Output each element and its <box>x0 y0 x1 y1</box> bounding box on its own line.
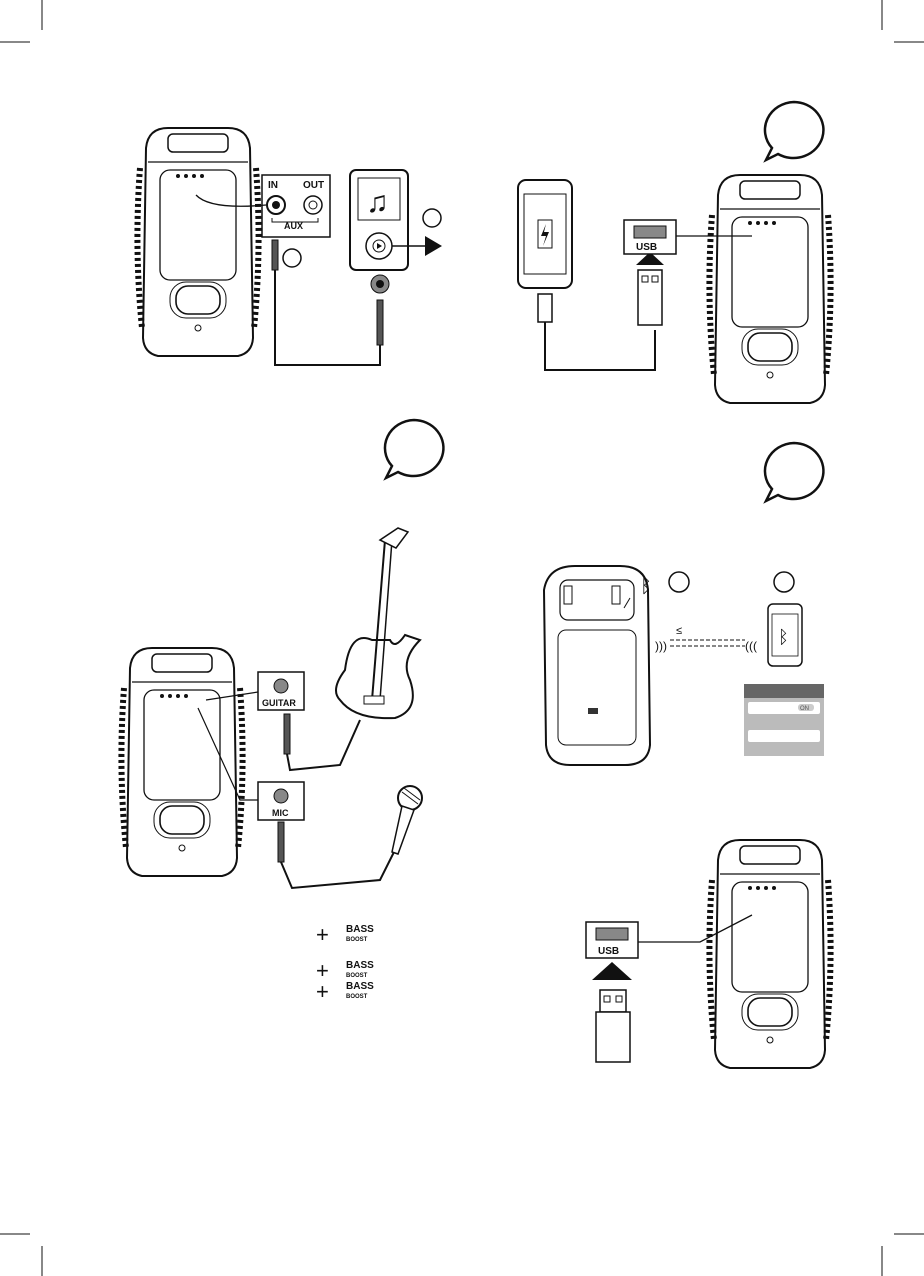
mic-jack-label: MIC <box>272 808 289 818</box>
step-circle <box>669 572 689 592</box>
speaker-illustration <box>709 175 830 403</box>
plus-icon: + <box>316 922 329 947</box>
speaker-illustration <box>121 648 242 876</box>
aux-diagram: IN OUT AUX ♫ <box>137 128 442 365</box>
speaker-illustration <box>709 840 830 1068</box>
bass-label: BASS <box>346 960 374 971</box>
usb-label: USB <box>636 242 657 253</box>
bluetooth-icon: ᛒ <box>778 627 789 647</box>
guitar-jack-label: GUITAR <box>262 698 296 708</box>
bluetooth-icon: ᛒ <box>640 575 652 597</box>
speech-bubble-icon <box>385 420 443 478</box>
play-arrow-icon <box>425 236 442 256</box>
music-note-icon: ♫ <box>366 186 389 219</box>
boost-label: BOOST <box>346 937 368 943</box>
usb-label: USB <box>598 946 619 957</box>
svg-text:))): ))) <box>655 639 667 653</box>
guitar-icon <box>336 528 420 718</box>
plus-icon: + <box>316 979 329 1004</box>
svg-text:(((: ((( <box>745 639 757 653</box>
usb-charge-diagram: USB <box>518 102 831 403</box>
usb-playback-diagram: USB <box>586 840 831 1068</box>
step-circle <box>283 249 301 267</box>
aux-label: AUX <box>284 221 303 231</box>
microphone-icon <box>392 786 422 854</box>
aux-in-label: IN <box>268 180 278 191</box>
speech-bubble-icon <box>765 443 823 501</box>
aux-out-label: OUT <box>303 180 324 191</box>
boost-label: BOOST <box>346 994 368 1000</box>
bass-boost-row: + BASS BOOST <box>316 979 374 1004</box>
bluetooth-diagram: ᛒ ))) ((( ≤ ᛒ ON <box>544 443 824 765</box>
distance-symbol: ≤ <box>676 625 682 637</box>
speaker-illustration <box>137 128 258 356</box>
bass-label: BASS <box>346 924 374 935</box>
step-circle <box>774 572 794 592</box>
guitar-mic-diagram: GUITAR MIC <box>121 420 443 888</box>
bt-toggle-label: ON <box>800 706 809 712</box>
usb-flash-drive-icon <box>596 1012 630 1062</box>
arrow-up-icon <box>592 962 632 980</box>
bass-boost-list: + BASS BOOST + BASS BOOST + BASS BOOST <box>316 922 374 1004</box>
boost-label: BOOST <box>346 973 368 979</box>
bass-boost-row: + BASS BOOST <box>316 922 374 947</box>
step-circle <box>423 209 441 227</box>
speech-bubble-icon <box>765 102 823 160</box>
bass-label: BASS <box>346 981 374 992</box>
